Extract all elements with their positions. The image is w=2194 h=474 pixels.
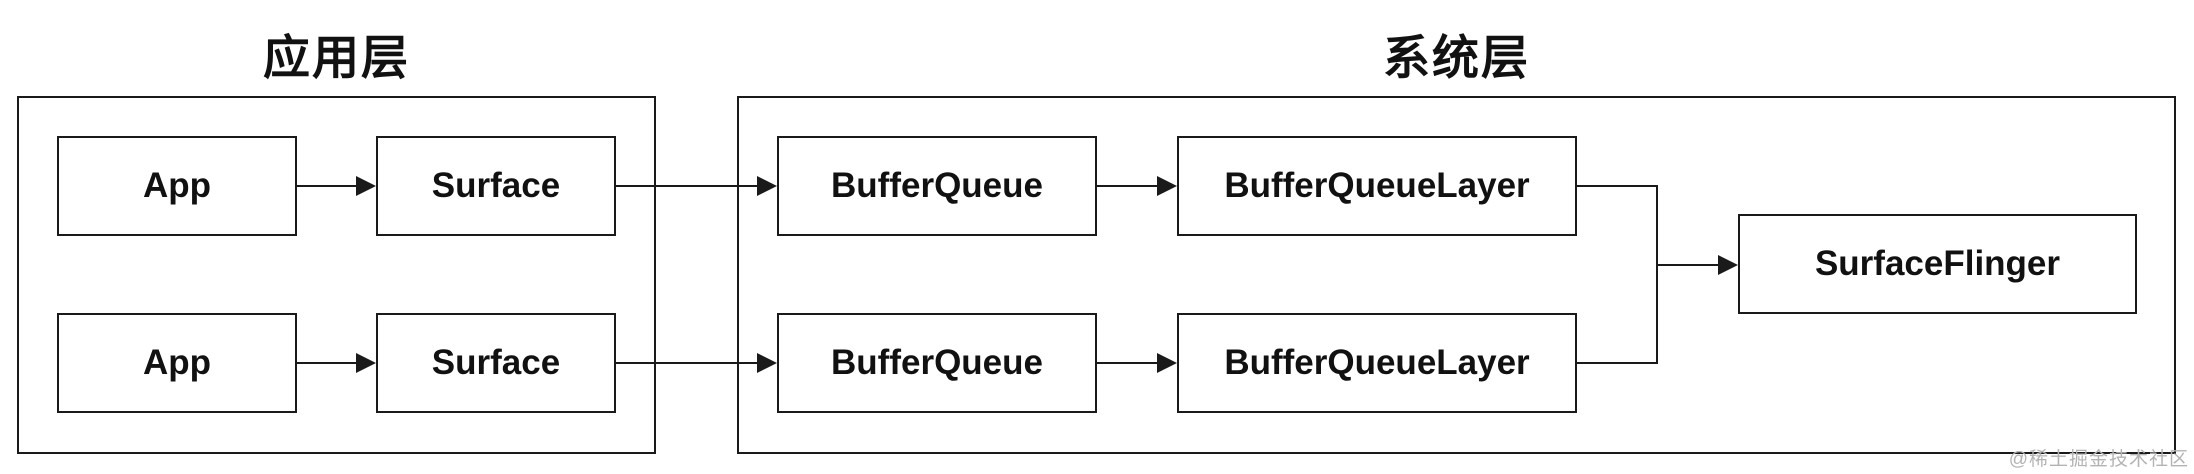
- connector-vertical-line: [1656, 185, 1658, 364]
- arrowhead-icon: [356, 353, 376, 373]
- node-app-row1: App: [57, 136, 297, 236]
- connector-stub-row2: [1577, 362, 1658, 364]
- arrowhead-icon: [1157, 176, 1177, 196]
- arrowhead-icon: [757, 176, 777, 196]
- system-layer-title: 系统层: [1383, 30, 1530, 84]
- arrow-line: [616, 362, 775, 364]
- node-bufferqueue-row2: BufferQueue: [777, 313, 1097, 413]
- node-surface-row1: Surface: [376, 136, 616, 236]
- arrowhead-icon: [1157, 353, 1177, 373]
- arrow-line: [297, 185, 374, 187]
- arrow-line: [1097, 362, 1175, 364]
- arrow-line: [1097, 185, 1175, 187]
- arrowhead-icon: [757, 353, 777, 373]
- arrow-line: [1657, 264, 1736, 266]
- watermark: @稀土掘金技术社区: [2008, 449, 2189, 470]
- arrow-line: [616, 185, 775, 187]
- app-layer-title: 应用层: [263, 30, 410, 84]
- node-surface-row2: Surface: [376, 313, 616, 413]
- node-surfaceflinger: SurfaceFlinger: [1738, 214, 2137, 314]
- node-bufferqueuelayer-row2: BufferQueueLayer: [1177, 313, 1577, 413]
- arrowhead-icon: [1718, 255, 1738, 275]
- arrow-line: [297, 362, 374, 364]
- connector-stub-row1: [1577, 185, 1658, 187]
- node-bufferqueuelayer-row1: BufferQueueLayer: [1177, 136, 1577, 236]
- arrowhead-icon: [356, 176, 376, 196]
- node-bufferqueue-row1: BufferQueue: [777, 136, 1097, 236]
- node-app-row2: App: [57, 313, 297, 413]
